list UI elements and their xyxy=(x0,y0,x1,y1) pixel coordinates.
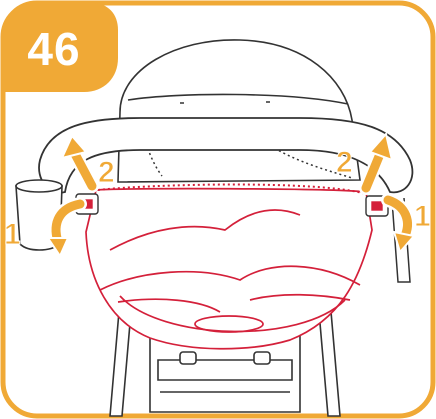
step-badge: 46 xyxy=(0,0,118,92)
arrow-label-1-left: 1 xyxy=(4,218,21,251)
step-number: 46 xyxy=(0,22,108,76)
arrow-label-2-right: 2 xyxy=(336,146,353,179)
arrow-label-2-left: 2 xyxy=(98,156,115,189)
arrow-label-1-right: 1 xyxy=(414,200,431,233)
